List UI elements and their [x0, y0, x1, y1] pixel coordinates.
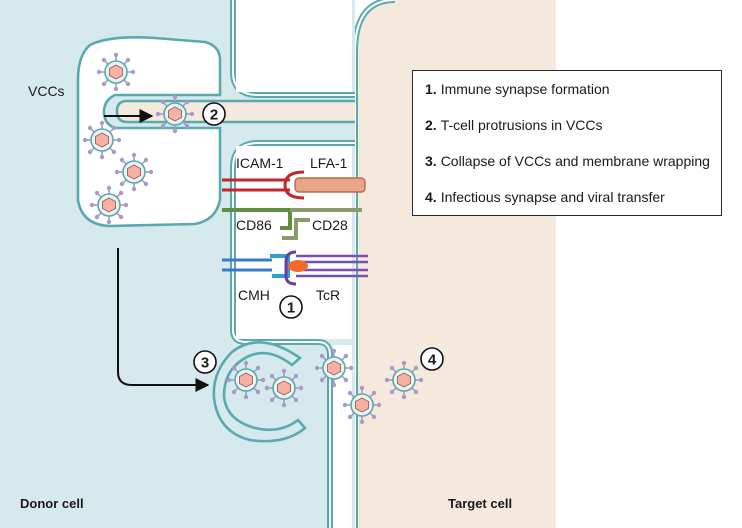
vccs-label: VCCs — [28, 83, 65, 99]
intercellular-space-top — [236, 0, 352, 92]
collapse-arrow — [117, 248, 210, 392]
icam1-label: ICAM-1 — [236, 155, 284, 171]
step-marker-3: 3 — [193, 350, 217, 374]
legend-item-1: 1.Immune synapse formation — [425, 78, 709, 114]
legend-item-1-number: 1. — [425, 81, 437, 97]
tcell-protrusion — [115, 99, 355, 124]
step-marker-4-text: 4 — [428, 352, 437, 369]
legend-item-2-number: 2. — [425, 117, 437, 133]
legend-item-2: 2.T-cell protrusions in VCCs — [425, 114, 709, 150]
cd86-label: CD86 — [236, 217, 272, 233]
step-marker-2-text: 2 — [210, 107, 218, 124]
legend-item-4: 4.Infectious synapse and viral transfer — [425, 186, 709, 222]
legend-box: 1.Immune synapse formation 2.T-cell prot… — [412, 70, 722, 216]
legend-item-3-text: Collapse of VCCs and membrane wrapping — [440, 153, 710, 169]
donor-cell-label: Donor cell — [20, 496, 84, 511]
cd28-label: CD28 — [312, 217, 348, 233]
step-marker-2: 2 — [202, 102, 226, 126]
step-marker-1: 1 — [279, 295, 303, 319]
legend-item-4-number: 4. — [425, 189, 437, 205]
target-cell-label: Target cell — [448, 496, 512, 511]
legend-item-3: 3.Collapse of VCCs and membrane wrapping — [425, 150, 710, 186]
legend-item-3-number: 3. — [425, 153, 437, 169]
tcr-label: TcR — [316, 287, 340, 303]
vcc-compartment — [76, 36, 222, 228]
cmh-tcr-pair — [222, 250, 368, 286]
icam1-lfa1-pair — [222, 170, 366, 200]
step-marker-3-text: 3 — [201, 355, 209, 372]
step-marker-4: 4 — [420, 347, 444, 371]
lfa1-label: LFA-1 — [310, 155, 348, 171]
cd86-cd28-pair — [222, 208, 362, 240]
step-marker-1-text: 1 — [287, 300, 295, 317]
intercellular-space-bottom — [333, 345, 352, 528]
legend-item-4-text: Infectious synapse and viral transfer — [440, 189, 665, 205]
legend-item-2-text: T-cell protrusions in VCCs — [440, 117, 603, 133]
cmh-label: CMH — [238, 287, 270, 303]
legend-item-1-text: Immune synapse formation — [440, 81, 610, 97]
